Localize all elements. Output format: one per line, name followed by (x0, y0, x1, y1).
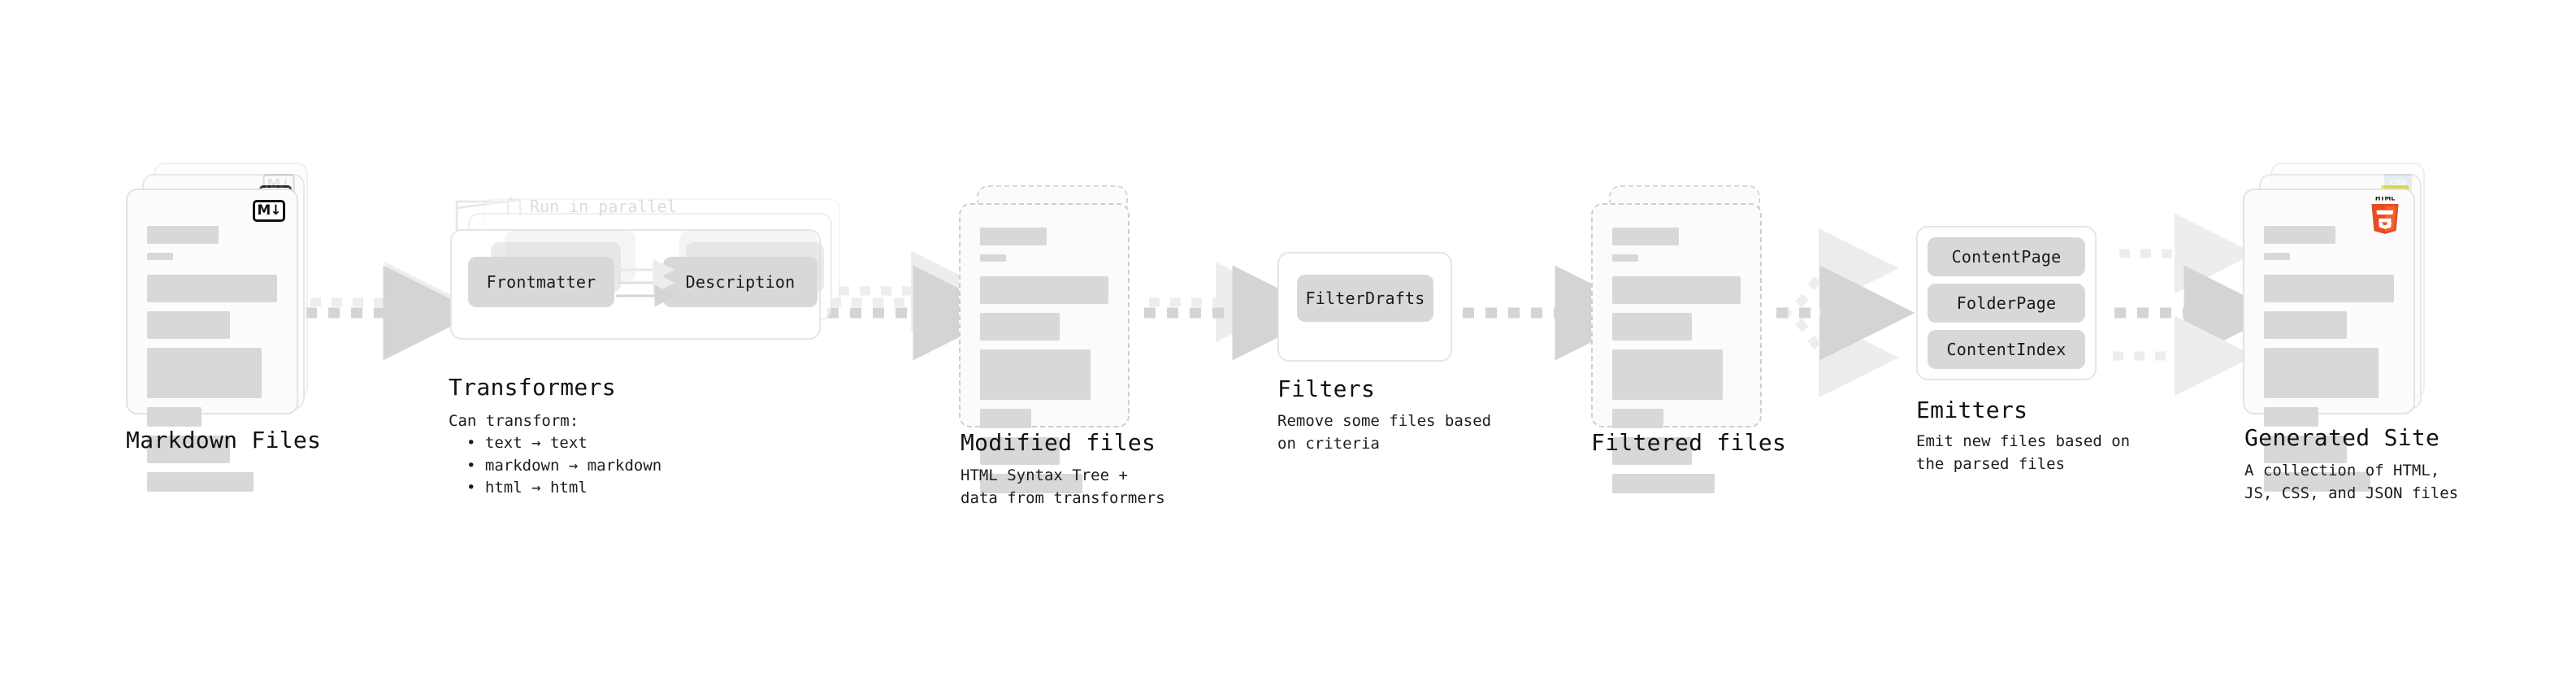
caption-transformers: Transformers (449, 374, 616, 401)
skeleton-bar (147, 407, 202, 427)
caption-markdown-files: Markdown Files (126, 427, 322, 453)
skeleton-bar (980, 437, 1060, 465)
skeleton-bar (2264, 407, 2319, 427)
transformers-list: • text → text • markdown → markdown • ht… (455, 432, 661, 500)
emitter-pill-folderpage[interactable]: FolderPage (1928, 284, 2085, 323)
skeleton-bar (980, 409, 1032, 428)
skeleton-bar (2264, 226, 2335, 244)
caption-modified-files: Modified files (961, 429, 1156, 456)
filters-subtitle: Remove some files based on criteria (1277, 412, 1492, 453)
label-run-in-parallel: Run in parallel (530, 197, 677, 216)
list-item: • html → html (466, 479, 588, 497)
stage-modified-files (959, 185, 1146, 493)
skeleton-bar (147, 436, 231, 463)
stage-generated-site: CSS JS HTML (2243, 163, 2438, 492)
html5-shield-icon: HTML (2371, 195, 2399, 234)
skeleton-bar (147, 311, 231, 339)
skeleton-bar (980, 276, 1108, 304)
skeleton-bar (2264, 311, 2348, 339)
skeleton-bar (1612, 349, 1723, 400)
html5-logo: HTML (2366, 195, 2404, 242)
skeleton-bar (147, 275, 277, 302)
skeleton-bar (1612, 409, 1664, 428)
transformers-subtitle: Can transform: (449, 412, 579, 430)
caption-filters: Filters (1277, 375, 1376, 402)
caption-filtered-files: Filtered files (1591, 429, 1787, 456)
caption-generated-site: Generated Site (2244, 424, 2440, 451)
modified-files-subtitle: HTML Syntax Tree + data from transformer… (961, 466, 1165, 507)
stage-emitters: ContentPage FolderPage ContentIndex (1916, 226, 2119, 388)
transformer-pill-frontmatter[interactable]: Frontmatter (468, 257, 614, 307)
stage-filters: FilterDrafts (1277, 252, 1464, 366)
card-skeleton-content (2264, 226, 2394, 501)
skeleton-bar (980, 474, 1083, 493)
skeleton-bar (1612, 474, 1715, 493)
skeleton-bar (1612, 254, 1638, 262)
stage-markdown-files: M↓ M↓ M↓ (126, 163, 313, 492)
skeleton-bar (147, 253, 173, 260)
skeleton-bar (147, 226, 219, 244)
stage-transformers: Frontmatter Description (445, 195, 852, 374)
markdown-card-front: M↓ (126, 189, 298, 492)
emitters-subtitle: Emit new files based on the parsed files (1916, 432, 2131, 473)
skeleton-bar (980, 254, 1006, 262)
skeleton-bar (980, 228, 1047, 245)
skeleton-bar (147, 472, 254, 492)
skeleton-bar (1612, 228, 1680, 245)
filter-pill-filterdrafts[interactable]: FilterDrafts (1297, 275, 1433, 322)
skeleton-bar (2264, 472, 2371, 492)
stage-filtered-files (1591, 185, 1778, 493)
skeleton-bar (1612, 276, 1741, 304)
connector-emitters-to-site (2113, 213, 2279, 397)
card-skeleton-content (980, 228, 1108, 502)
transformer-inner-arrows (616, 258, 677, 307)
generated-site-subtitle: A collection of HTML, JS, CSS, and JSON … (2244, 462, 2459, 502)
modified-card-front (959, 203, 1130, 493)
skeleton-bar (980, 349, 1091, 400)
connector-md-to-transformers (306, 262, 479, 361)
skeleton-bar (2264, 275, 2394, 302)
emitter-pill-contentindex[interactable]: ContentIndex (1928, 330, 2085, 369)
card-skeleton-content (147, 226, 277, 501)
skeleton-bar (147, 348, 262, 398)
markdown-badge: M↓ (253, 200, 285, 222)
card-skeleton-content (1612, 228, 1741, 502)
transformer-pill-description[interactable]: Description (663, 257, 817, 307)
skeleton-bar (2264, 436, 2348, 463)
skeleton-bar (980, 313, 1060, 340)
skeleton-bar (1612, 437, 1692, 465)
svg-text:HTML: HTML (2375, 197, 2395, 202)
list-item: • text → text (466, 434, 588, 452)
skeleton-bar (2264, 253, 2290, 260)
skeleton-bar (1612, 313, 1692, 340)
connector-filtered-to-emitters (1776, 228, 1915, 398)
filtered-card-front (1591, 203, 1762, 493)
connector-modified-to-filters (1144, 262, 1328, 361)
site-card-front: HTML (2243, 189, 2415, 492)
caption-emitters: Emitters (1916, 397, 2028, 423)
skeleton-bar (2264, 348, 2379, 398)
list-item: • markdown → markdown (466, 456, 662, 475)
emitter-pill-contentpage[interactable]: ContentPage (1928, 237, 2085, 276)
